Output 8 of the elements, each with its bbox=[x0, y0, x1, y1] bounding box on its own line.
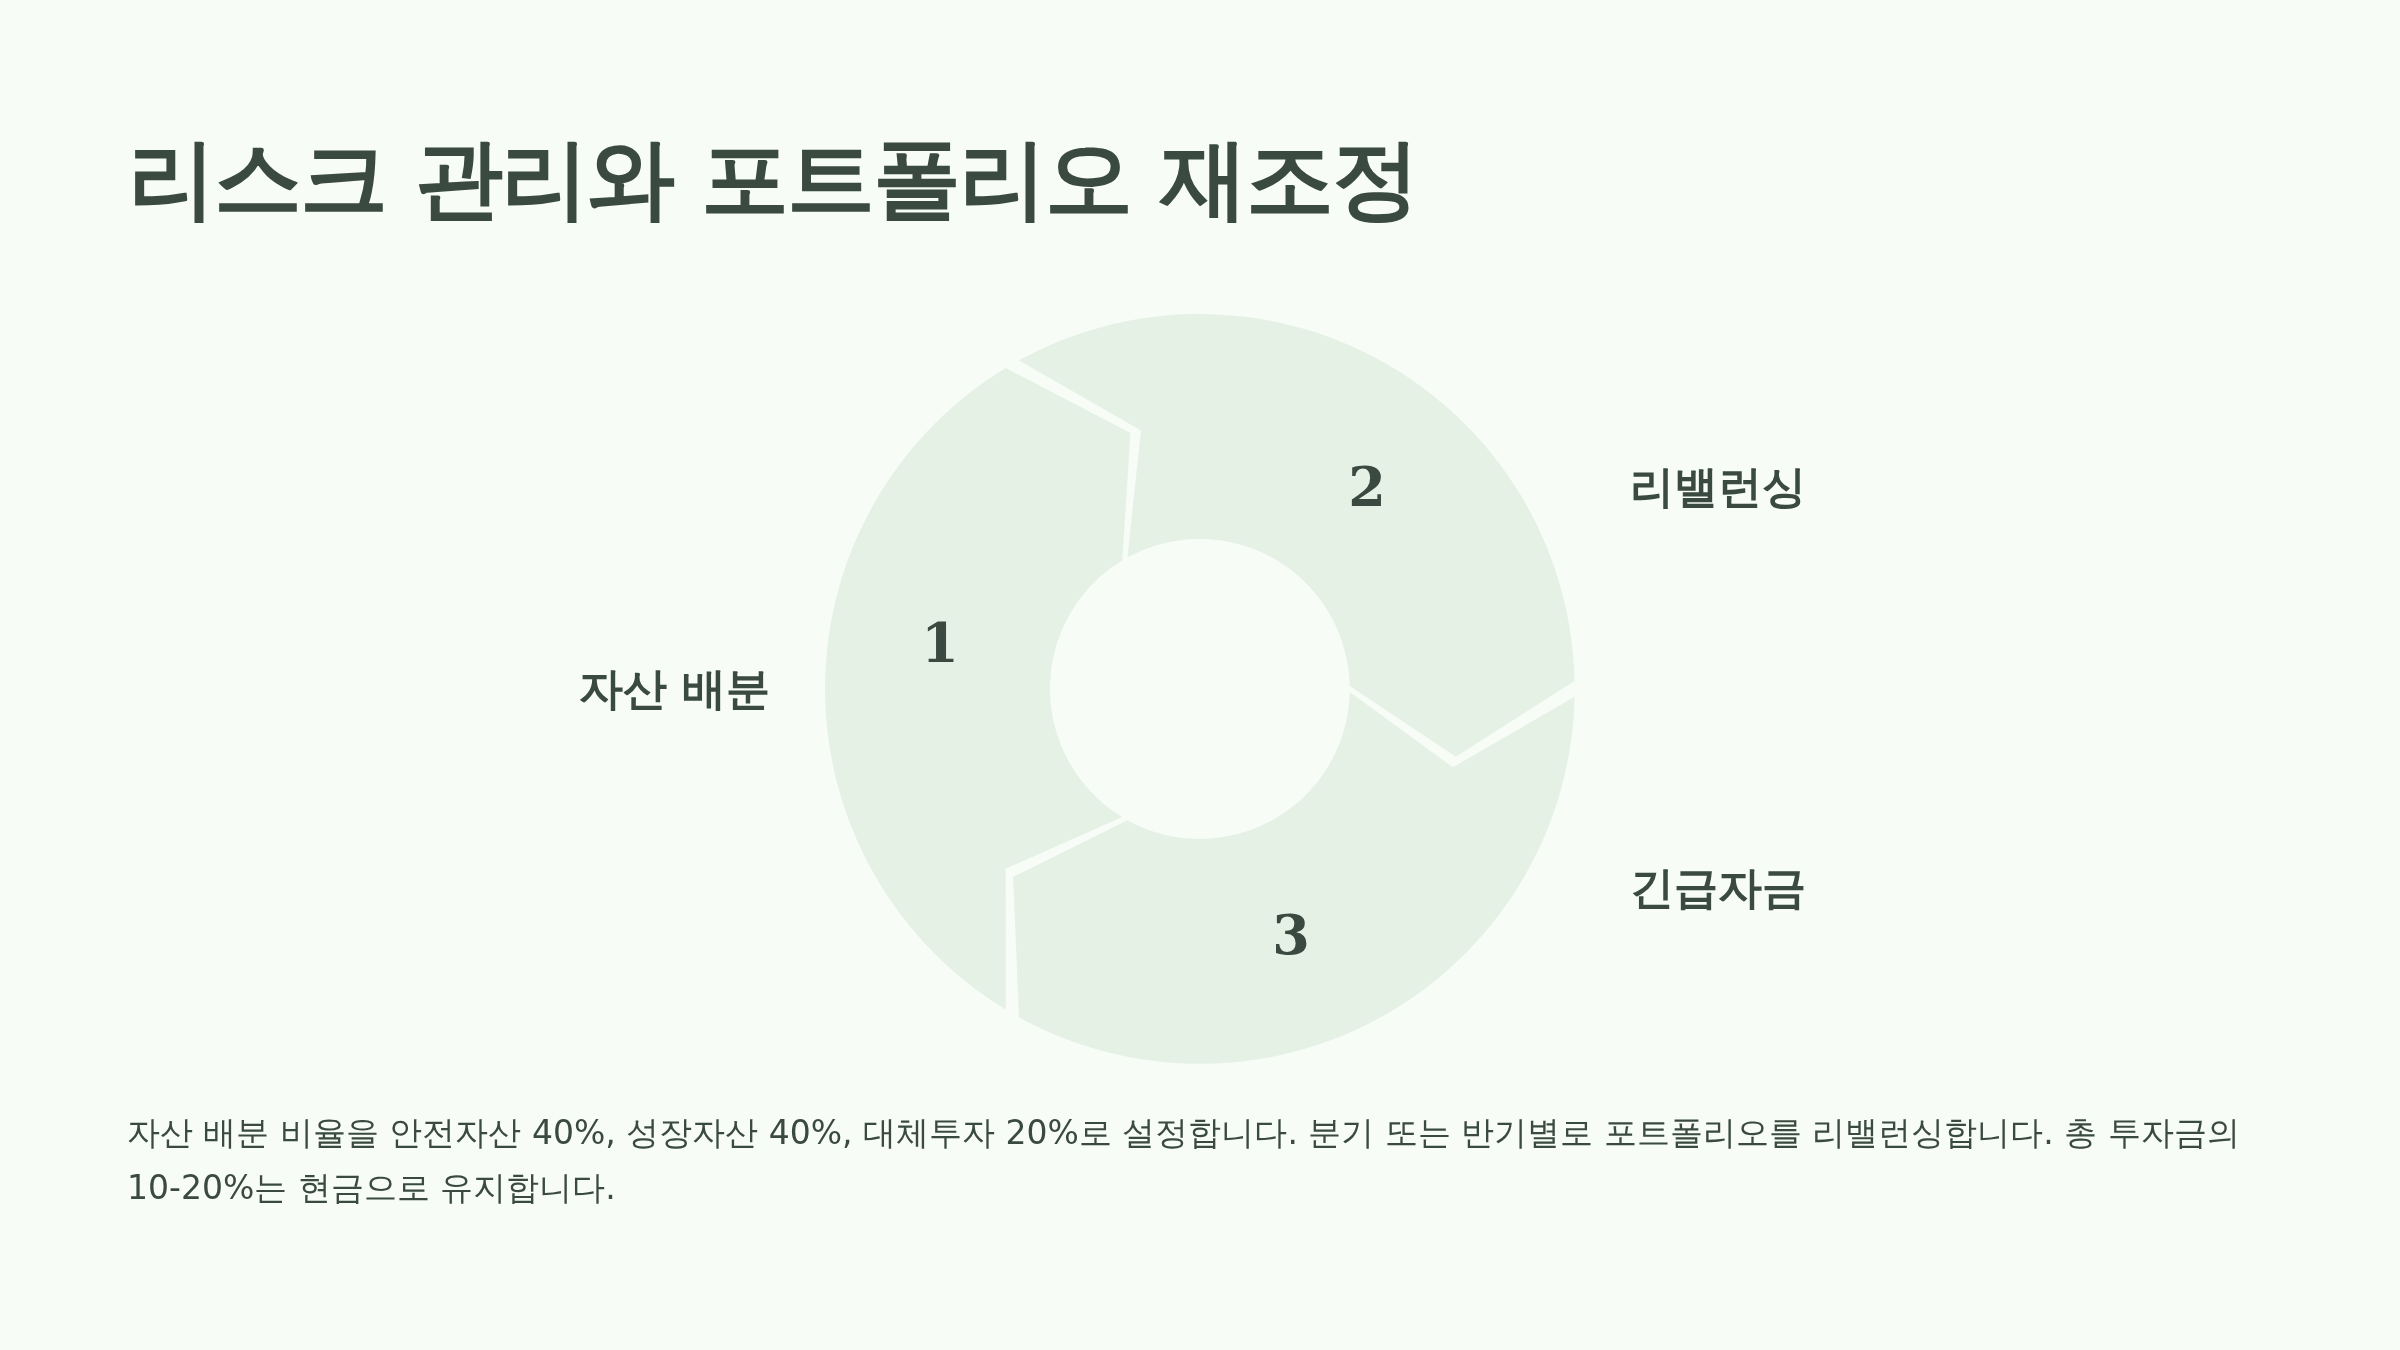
step-number: 2 bbox=[1348, 455, 1386, 519]
step-number: 3 bbox=[1272, 903, 1310, 967]
segment-label: 자산 배분 bbox=[579, 661, 771, 716]
segment-label: 리밸런싱 bbox=[1630, 459, 1806, 514]
step-number: 1 bbox=[921, 611, 959, 675]
segment-label: 긴급자금 bbox=[1630, 860, 1806, 915]
title: 리스크 관리와 포트폴리오 재조정 bbox=[128, 126, 1418, 232]
caption: 자산 배분 비율을 안전자산 40%, 성장자산 40%, 대체투자 20%로 설정합니다. 분기 또는 반기별로 포트폴리오를 리밸런싱합니다. 총 투자금의 10-20%는 현금으로 유지합니다. bbox=[127, 1112, 2241, 1209]
